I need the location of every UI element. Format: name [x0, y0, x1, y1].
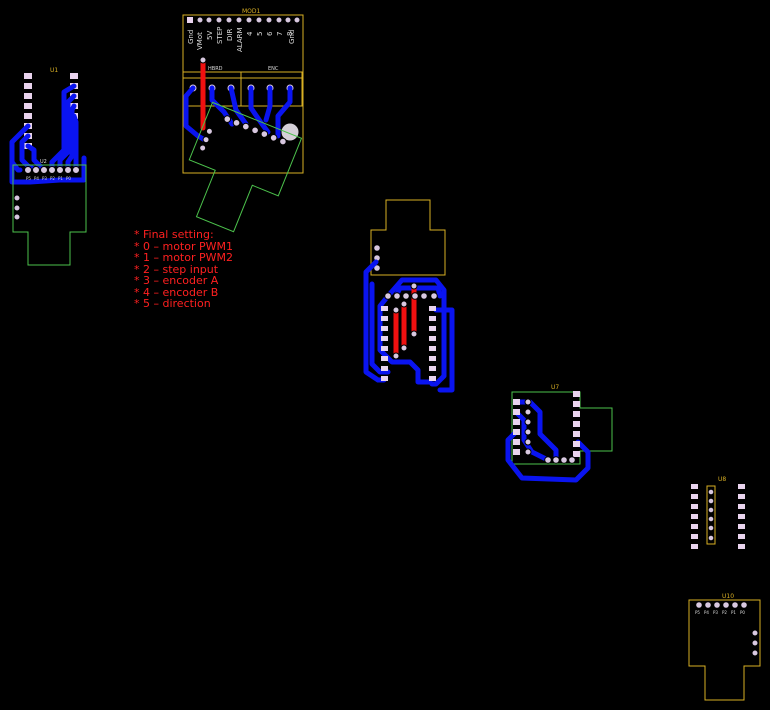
design-note: * Final setting: * 0 – motor PWM1 * 1 – … [134, 228, 233, 310]
mod1-header-pads [187, 16, 301, 24]
u1-designator: U1 [50, 67, 58, 74]
hbrd-label: HBRD [208, 66, 223, 72]
svg-text:VMot: VMot [196, 32, 204, 50]
note-line-6: * 5 – direction [134, 297, 211, 310]
u7-designator: U7 [551, 384, 559, 391]
center-module-header [384, 292, 438, 300]
component-center-module[interactable] [363, 199, 455, 393]
svg-text:P4: P4 [34, 176, 39, 181]
component-u1[interactable]: U1 [9, 67, 87, 266]
svg-text:P3: P3 [42, 176, 47, 181]
note-line-4: * 3 – encoder A [134, 274, 219, 287]
u10-outline [688, 599, 761, 701]
svg-text:5V: 5V [206, 31, 214, 40]
u2-pin-header [13, 166, 80, 221]
svg-text:5: 5 [256, 32, 264, 36]
center-module-side-pads [373, 244, 381, 272]
u10-pin-labels: P5 P4 P3 P2 P1 P0 [695, 610, 745, 615]
u1-pin-labels: P5 P4 P3 P2 P1 P0 [26, 176, 71, 181]
u2-outline [12, 164, 87, 266]
note-line-5: * 4 – encoder B [134, 286, 218, 299]
u2-designator: U2 [40, 159, 47, 165]
u10-designator: U10 [722, 593, 734, 600]
center-module-dip-pads [381, 282, 436, 381]
component-u8[interactable]: U8 [691, 476, 745, 549]
svg-text:7: 7 [276, 32, 284, 36]
svg-text:Gnd: Gnd [288, 30, 296, 44]
mod1-designator: MOD1 [242, 8, 261, 15]
mod1-pin-labels: Gnd VMot 5V STEP DIR ALARM 4 5 6 7 8 Gnd [187, 27, 296, 52]
svg-text:6: 6 [266, 31, 274, 36]
svg-text:ALARM: ALARM [236, 27, 244, 52]
u8-designator: U8 [718, 476, 726, 483]
enc-label: ENC [268, 66, 279, 72]
note-line-0: * Final setting: [134, 228, 214, 241]
svg-text:P4: P4 [704, 610, 709, 615]
component-u10[interactable]: U10 P5 P4 P3 P2 P1 P0 [688, 593, 761, 701]
svg-text:P0: P0 [66, 176, 71, 181]
mod1-mounting-hole [280, 122, 300, 142]
svg-text:DIR: DIR [226, 29, 234, 41]
svg-text:P1: P1 [58, 176, 63, 181]
u7-outline [511, 391, 613, 465]
svg-text:P3: P3 [713, 610, 718, 615]
svg-text:8: 8 [286, 32, 294, 36]
mod1-rotated-footprint [188, 101, 303, 233]
svg-text:P2: P2 [722, 610, 727, 615]
svg-text:P5: P5 [26, 176, 31, 181]
note-line-2: * 1 – motor PWM2 [134, 251, 233, 264]
u8-header-outline [706, 485, 716, 545]
component-mod1[interactable]: MOD1 Gnd VMot 5V STEP DIR ALARM 4 5 6 [171, 8, 304, 242]
u10-header [695, 601, 759, 657]
note-line-1: * 0 – motor PWM1 [134, 240, 233, 253]
svg-text:STEP: STEP [216, 27, 224, 44]
center-module-traces [363, 259, 455, 393]
component-u7[interactable]: U7 [505, 384, 613, 483]
svg-text:Gnd: Gnd [187, 30, 195, 44]
center-module-outline [370, 199, 446, 276]
note-line-3: * 2 – step input [134, 263, 219, 276]
svg-text:P2: P2 [50, 176, 55, 181]
u8-pads [691, 484, 745, 549]
svg-text:P5: P5 [695, 610, 700, 615]
svg-text:4: 4 [246, 31, 254, 36]
u7-pads [513, 391, 580, 464]
svg-text:P1: P1 [731, 610, 736, 615]
svg-text:P0: P0 [740, 610, 745, 615]
